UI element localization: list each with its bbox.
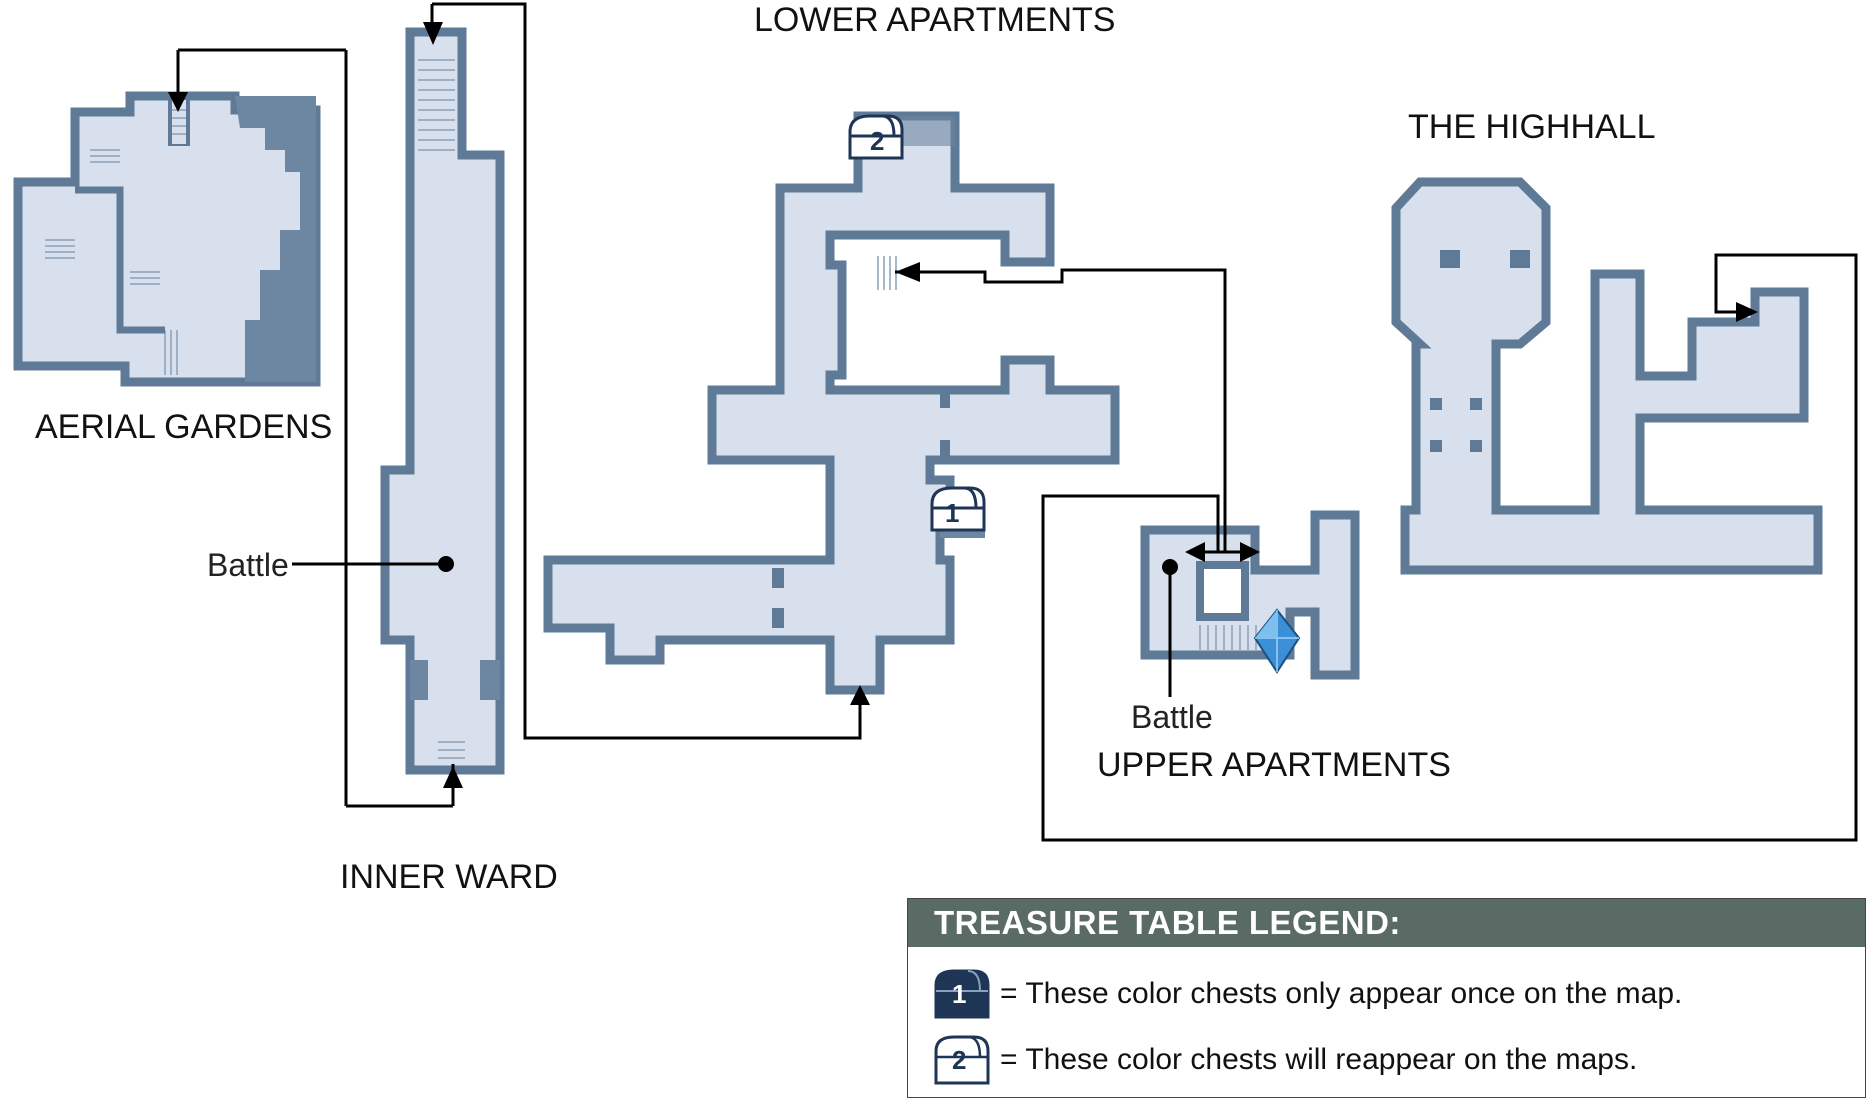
svg-text:2: 2 xyxy=(952,1045,966,1075)
area-label-inner-ward: INNER WARD xyxy=(340,858,558,896)
arrow-icon xyxy=(1240,542,1260,562)
lower-apartments-map xyxy=(543,111,1120,695)
treasure-chest-icon: 1 xyxy=(934,969,990,1019)
arrow-icon xyxy=(895,262,920,282)
area-label-aerial-gardens: AERIAL GARDENS xyxy=(35,408,332,446)
svg-text:1: 1 xyxy=(945,498,959,528)
upper-apartments-map xyxy=(1140,510,1360,680)
area-label-upper-apartments: UPPER APARTMENTS xyxy=(1097,746,1451,784)
legend-item: 1 = These color chests only appear once … xyxy=(934,967,1682,1021)
highhall-map xyxy=(1391,177,1823,575)
treasure-chest-icon: 2 xyxy=(934,1035,990,1085)
svg-text:2: 2 xyxy=(870,126,884,156)
legend-title: TREASURE TABLE LEGEND: xyxy=(908,899,1865,947)
svg-text:1: 1 xyxy=(952,979,966,1009)
legend-item-text: = These color chests only appear once on… xyxy=(1000,977,1683,1010)
area-label-lower-apartments: LOWER APARTMENTS xyxy=(754,1,1115,39)
battle-label: Battle xyxy=(1131,699,1213,735)
legend-item-text: = These color chests will reappear on th… xyxy=(1000,1043,1638,1076)
battle-marker xyxy=(438,556,454,572)
battle-marker xyxy=(1162,559,1178,575)
inner-ward-map xyxy=(380,27,505,775)
battle-label: Battle xyxy=(207,547,289,583)
treasure-chest-icon: 2 xyxy=(848,114,904,160)
arrow-icon xyxy=(1736,302,1758,322)
arrow-icon xyxy=(423,22,443,45)
arrow-icon xyxy=(168,92,188,112)
treasure-chest-icon: 1 xyxy=(930,486,986,532)
treasure-legend: TREASURE TABLE LEGEND: 1 = These color c… xyxy=(907,898,1866,1098)
area-label-the-highhall: THE HIGHHALL xyxy=(1408,108,1656,146)
arrow-icon xyxy=(443,766,463,788)
save-crystal-icon xyxy=(1253,608,1301,674)
arrow-icon xyxy=(1185,542,1205,562)
aerial-gardens-map xyxy=(13,91,321,387)
route-connectors xyxy=(168,2,1858,842)
arrow-icon xyxy=(850,685,870,705)
legend-item: 2 = These color chests will reappear on … xyxy=(934,1033,1637,1087)
